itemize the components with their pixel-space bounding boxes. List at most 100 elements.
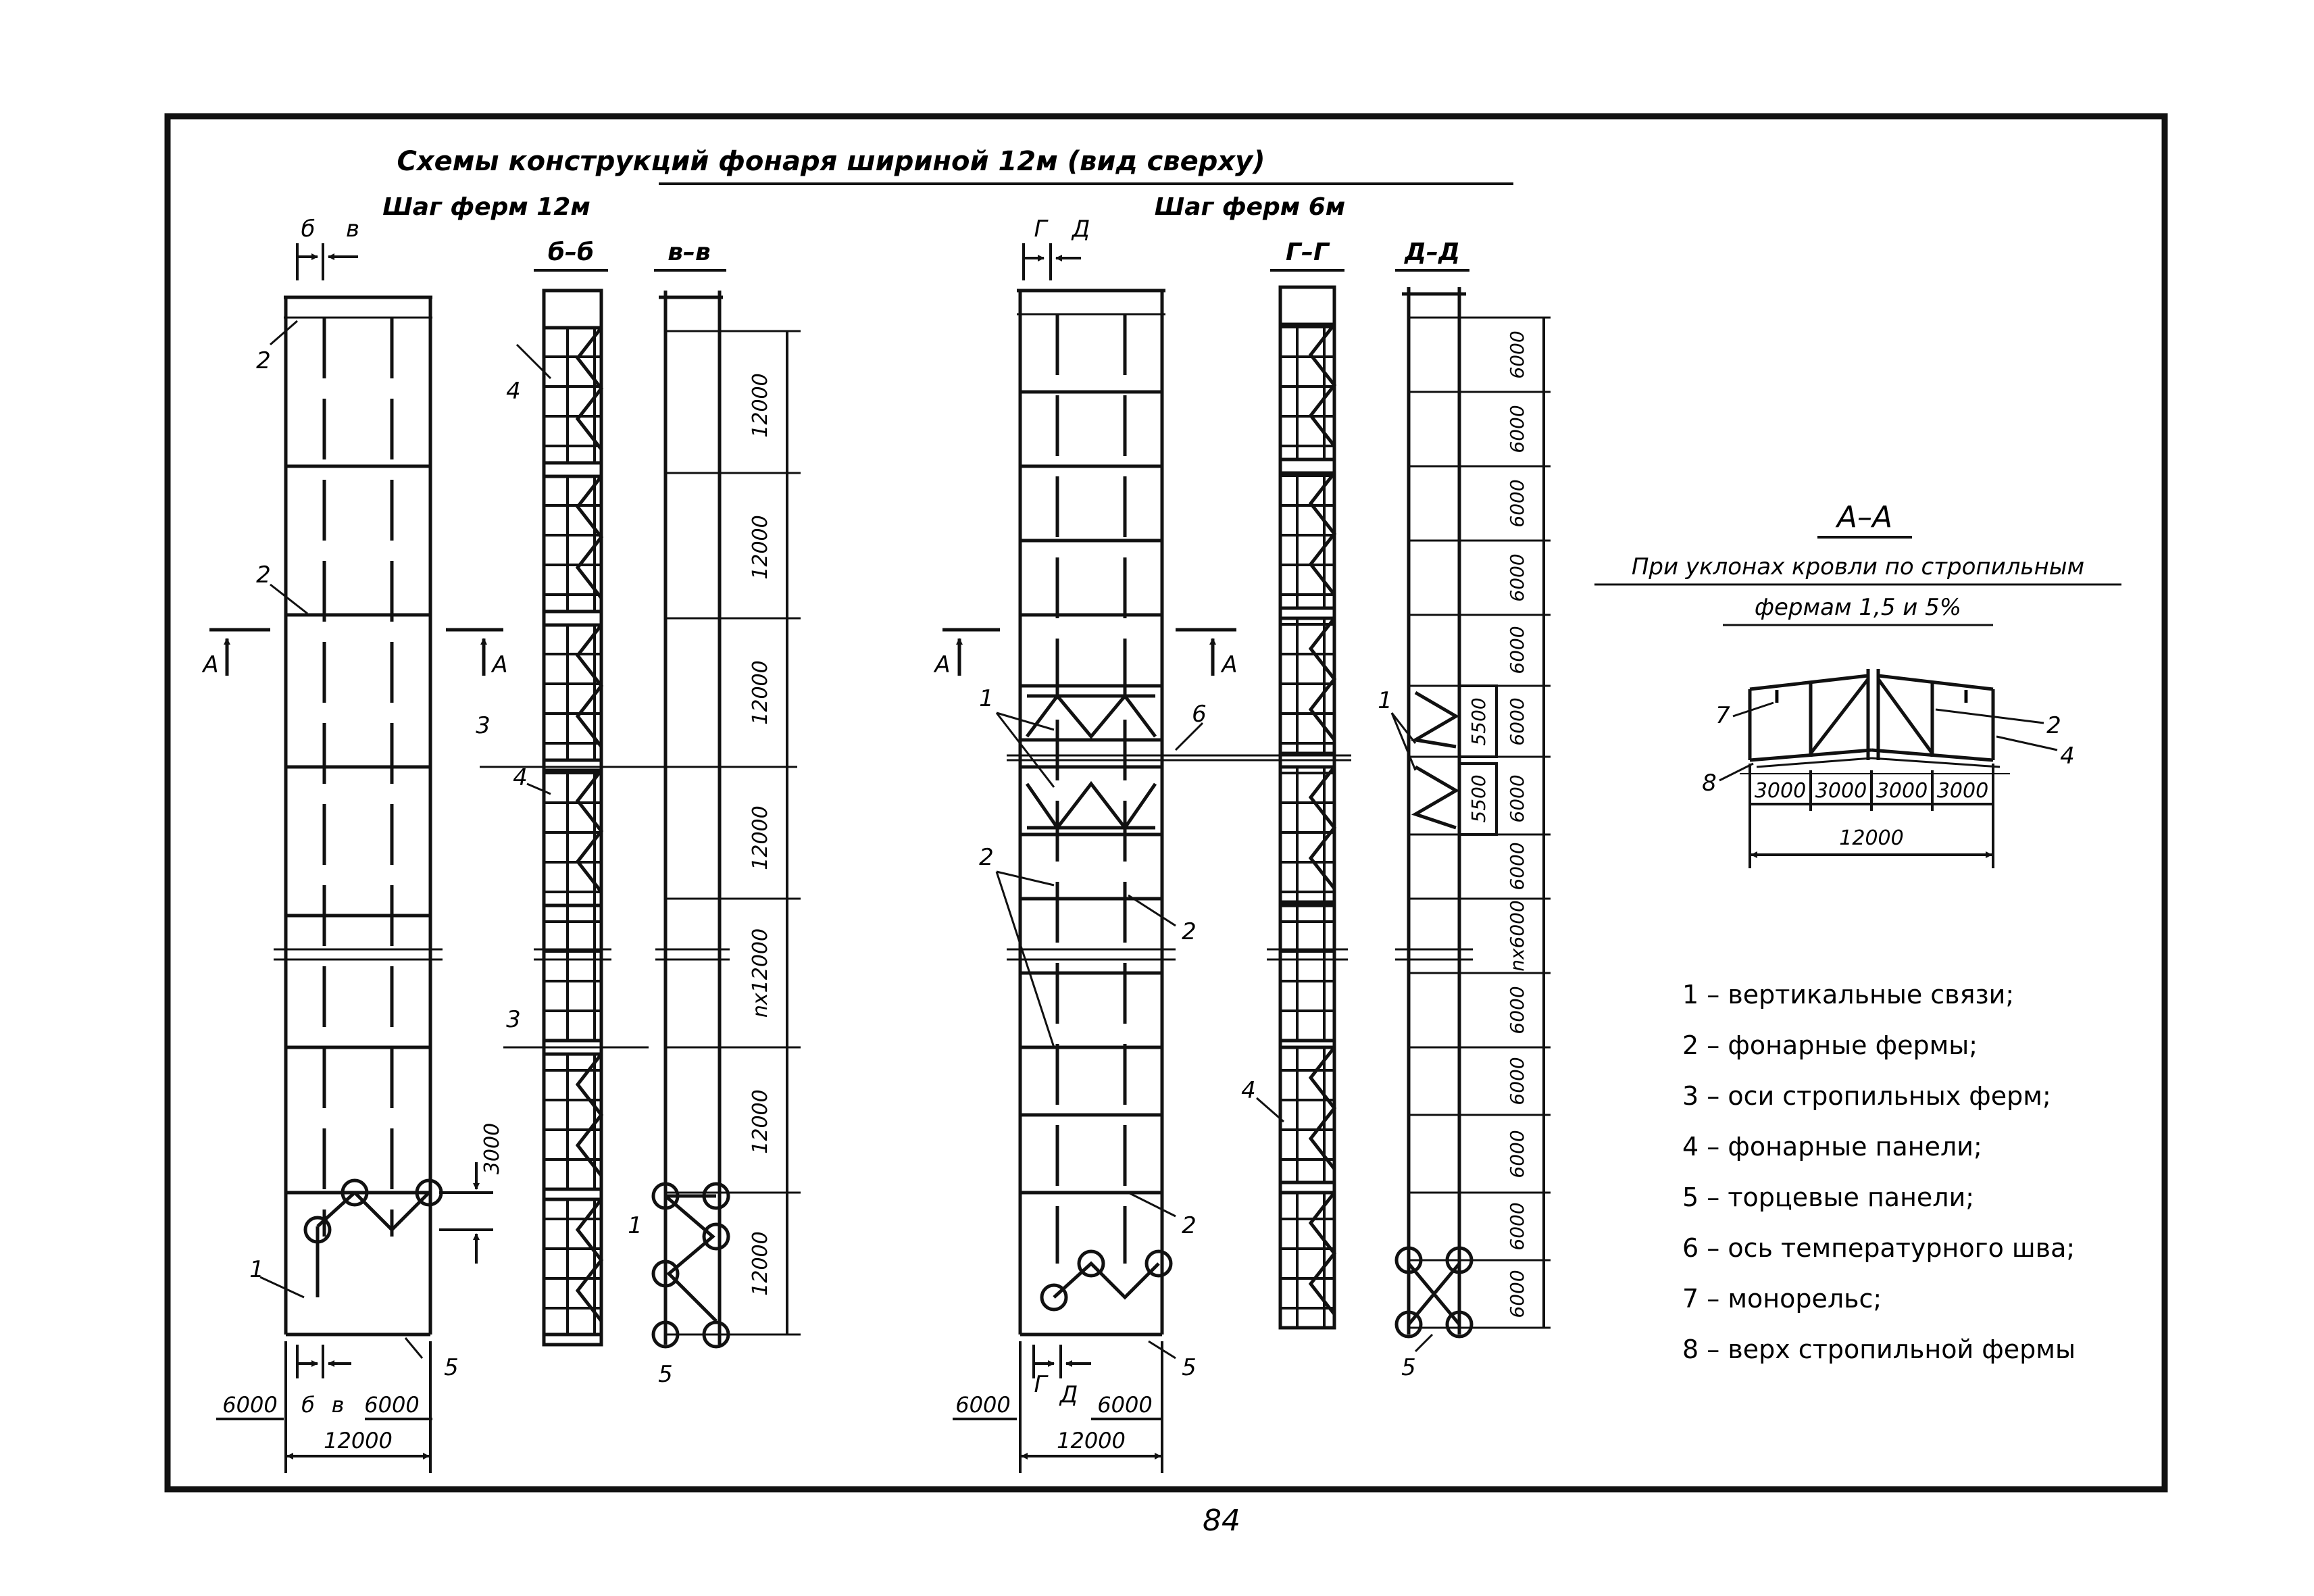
- dim-12000: 12000: [1057, 1428, 1126, 1453]
- svg-text:6000: 6000: [1506, 1202, 1528, 1250]
- callout-5: 5: [658, 1361, 673, 1388]
- callout-4: 4: [1241, 1077, 1256, 1104]
- page-number: 84: [1203, 1503, 1240, 1538]
- svg-text:6000: 6000: [1506, 330, 1528, 378]
- callout-1: 1: [1378, 687, 1392, 714]
- dim-6000-right: 6000: [1097, 1392, 1152, 1418]
- cut-label-d-bottom: Д: [1059, 1381, 1078, 1408]
- svg-text:5500: 5500: [1467, 774, 1490, 822]
- aa-dimlines: [1749, 764, 1994, 868]
- callout-2: 2: [1182, 1212, 1197, 1239]
- callout-5: 5: [1401, 1354, 1416, 1381]
- svg-text:5500: 5500: [1467, 697, 1490, 745]
- callout-1: 1: [249, 1256, 264, 1283]
- callout-1: 1: [979, 685, 994, 712]
- svg-text:nх6000: nх6000: [1506, 900, 1528, 972]
- svg-text:3000: 3000: [1755, 779, 1806, 803]
- svg-text:12000: 12000: [749, 373, 772, 437]
- callout-2: 2: [256, 562, 271, 589]
- cut-label-d: Д: [1071, 216, 1090, 243]
- callout-8: 8: [1702, 770, 1717, 797]
- callout-4: 4: [513, 764, 528, 791]
- section-vv-frame: [651, 291, 801, 1349]
- plan-right: [1007, 289, 1176, 1337]
- cut-label-b: б: [301, 216, 316, 243]
- dims-bottom-left: [216, 1341, 432, 1473]
- callout-7: 7: [1715, 702, 1730, 729]
- callout-5: 5: [444, 1354, 459, 1381]
- legend-item: 3 – оси стропильных ферм;: [1682, 1081, 2051, 1111]
- legend-item: 8 – верх стропильной фермы: [1682, 1335, 2076, 1364]
- callout-2: 2: [979, 844, 994, 871]
- dims-bottom-right: [953, 1341, 1163, 1473]
- legend-item: 7 – монорельс;: [1682, 1284, 1882, 1314]
- section-mark-a: А: [201, 651, 218, 678]
- svg-text:6000: 6000: [1506, 626, 1528, 674]
- svg-text:6000: 6000: [1506, 479, 1528, 527]
- aa-lantern-section: [1740, 669, 2010, 774]
- section-vv-title: в–в: [668, 239, 711, 266]
- callout-1: 1: [628, 1212, 643, 1239]
- section-cut-a-left: [209, 628, 503, 676]
- right-heading: Шаг ферм 6м: [1155, 193, 1345, 221]
- dd-dims: 6000 6000 6000 6000 6000 5500 6000 5500 …: [1467, 330, 1528, 1318]
- dim-3000: [439, 1162, 493, 1264]
- aa-subtitle-line1: При уклонах кровли по стропильным: [1632, 553, 2084, 580]
- section-gg-panels: [1256, 285, 1348, 1330]
- callout-6: 6: [1192, 701, 1207, 728]
- aa-total-dim: 12000: [1839, 826, 1903, 850]
- callout-3: 3: [476, 712, 491, 739]
- callout-leaders-left: [259, 320, 424, 1359]
- axis-lines-3: [480, 343, 797, 1049]
- dim-6000-right: 6000: [364, 1392, 419, 1418]
- sheet-frame: [164, 113, 2168, 1493]
- legend-item: 1 – вертикальные связи;: [1682, 980, 2014, 1009]
- section-dd-dimlines: [1458, 318, 1545, 1328]
- legend-item: 6 – ось температурного шва;: [1682, 1233, 2075, 1263]
- dim-6000-left: 6000: [222, 1392, 277, 1418]
- svg-text:6000: 6000: [1506, 1270, 1528, 1318]
- plan-left: [274, 295, 443, 1337]
- section-bb-title: б–б: [548, 239, 594, 266]
- svg-text:12000: 12000: [749, 1231, 772, 1295]
- vv-dims: 12000 12000 12000 12000 nх12000 12000 12…: [749, 373, 772, 1295]
- svg-text:12000: 12000: [749, 1089, 772, 1153]
- callout-2: 2: [1182, 918, 1197, 945]
- dim-12000: 12000: [324, 1428, 393, 1453]
- callout-4: 4: [2060, 743, 2075, 770]
- svg-text:6000: 6000: [1506, 405, 1528, 453]
- cut-marks-bv: [296, 243, 358, 280]
- callout-leaders-right: [995, 712, 1176, 1360]
- section-mark-a: А: [933, 651, 950, 678]
- callout-3: 3: [506, 1006, 521, 1033]
- aa-title: А–А: [1835, 500, 1892, 534]
- dim-3000-label: 3000: [480, 1123, 504, 1174]
- monorail-symbol: I: [1774, 687, 1780, 707]
- svg-text:3000: 3000: [1937, 779, 1988, 803]
- callout-leaders-dd: [1390, 712, 1434, 1353]
- svg-text:6000: 6000: [1506, 697, 1528, 745]
- dim-6000-left: 6000: [955, 1392, 1010, 1418]
- svg-text:6000: 6000: [1506, 842, 1528, 890]
- aa-dims: 3000 3000 3000 3000: [1755, 779, 1988, 803]
- section-cut-a-right: [942, 628, 1236, 676]
- aa-callout-leaders: [1719, 701, 2058, 782]
- cut-label-v-bottom: в: [332, 1392, 345, 1418]
- svg-text:6000: 6000: [1506, 1130, 1528, 1178]
- callout-2: 2: [256, 347, 271, 374]
- callout-5: 5: [1182, 1354, 1197, 1381]
- svg-text:6000: 6000: [1506, 1057, 1528, 1105]
- legend-item: 2 – фонарные фермы;: [1682, 1030, 1978, 1060]
- section-gg-title: Г–Г: [1286, 239, 1330, 266]
- aa-subtitle-line2: фермам 1,5 и 5%: [1755, 594, 1961, 621]
- svg-text:3000: 3000: [1876, 779, 1928, 803]
- section-bb-panels: [534, 289, 611, 1347]
- callout-2: 2: [2046, 712, 2061, 739]
- section-dd-title: Д–Д: [1404, 239, 1460, 266]
- sheet-title: Схемы конструкций фонаря шириной 12м (ви…: [397, 146, 1265, 177]
- section-mark-a: А: [1220, 651, 1237, 678]
- left-heading: Шаг ферм 12м: [382, 193, 590, 221]
- svg-text:12000: 12000: [749, 660, 772, 724]
- svg-text:3000: 3000: [1815, 779, 1867, 803]
- axis-line-6: [1007, 722, 1351, 762]
